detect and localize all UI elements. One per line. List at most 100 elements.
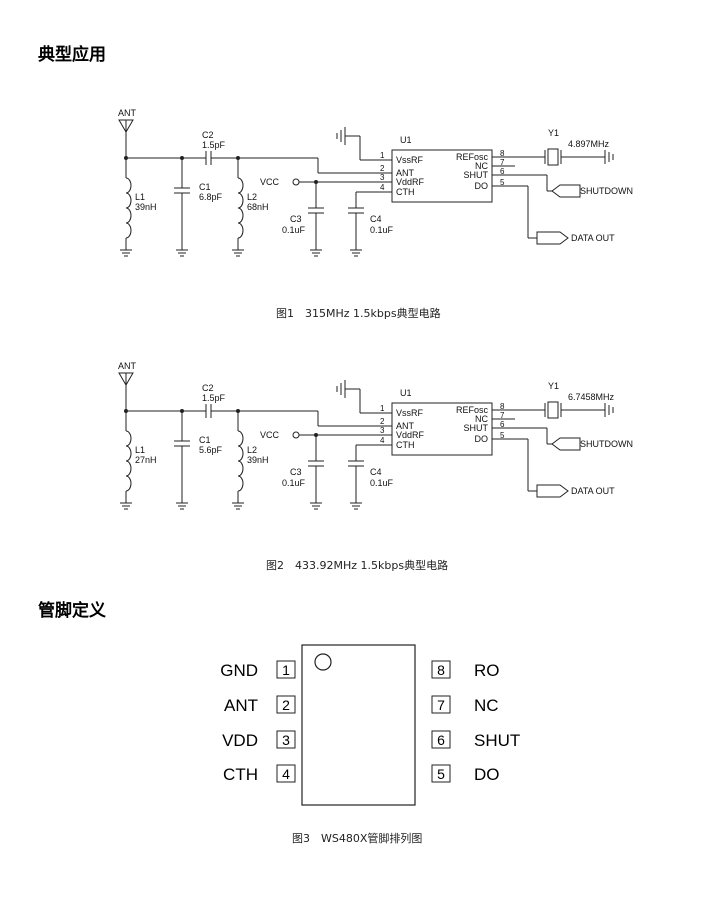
figure1-caption: 图1 315MHz 1.5kbps典型电路 bbox=[276, 307, 441, 320]
antenna-label: ANT bbox=[118, 361, 137, 371]
pin-name: VssRF bbox=[396, 408, 424, 418]
c4-value: 0.1uF bbox=[370, 478, 394, 488]
vcc-label: VCC bbox=[260, 430, 280, 440]
pin-number: 7 bbox=[500, 411, 505, 420]
l2-value: 39nH bbox=[247, 455, 269, 465]
u1-label: U1 bbox=[400, 135, 412, 145]
dataout-label: DATA OUT bbox=[571, 486, 615, 496]
pin-number-right: 6 bbox=[437, 732, 445, 748]
pin-box-right bbox=[431, 730, 451, 749]
pin-number-left: 2 bbox=[282, 697, 290, 713]
l2-value: 68nH bbox=[247, 202, 269, 212]
pin-number: 8 bbox=[500, 402, 505, 411]
shutdown-label: SHUTDOWN bbox=[580, 439, 633, 449]
ic-package-body bbox=[301, 644, 416, 806]
c2-label: C2 bbox=[202, 383, 214, 393]
pin-number: 3 bbox=[380, 173, 385, 182]
pin-name: REFosc bbox=[456, 405, 489, 415]
pin-number-right: 7 bbox=[437, 697, 445, 713]
c3-label: C3 bbox=[290, 214, 302, 224]
pin-number: 5 bbox=[500, 431, 505, 440]
figure2-caption: 图2 433.92MHz 1.5kbps典型电路 bbox=[266, 559, 449, 572]
c1-label: C1 bbox=[199, 435, 211, 445]
ic-u1-body bbox=[391, 149, 493, 203]
pin-number-left: 3 bbox=[282, 732, 290, 748]
pin-number: 1 bbox=[380, 404, 385, 413]
pin-name: VssRF bbox=[396, 155, 424, 165]
antenna-label: ANT bbox=[118, 108, 137, 118]
ic-u1-body bbox=[391, 402, 493, 456]
pin-name-left: ANT bbox=[224, 696, 258, 715]
inductor-l2 bbox=[237, 177, 244, 239]
section-title-pin-definition: 管脚定义 bbox=[38, 601, 106, 621]
pin-number: 7 bbox=[500, 158, 505, 167]
dataout-port bbox=[536, 484, 569, 498]
shutdown-label: SHUTDOWN bbox=[580, 186, 633, 196]
pin-number: 3 bbox=[380, 426, 385, 435]
pin-number-right: 8 bbox=[437, 662, 445, 678]
y1-label: Y1 bbox=[548, 381, 559, 391]
pin-name-right: SHUT bbox=[474, 731, 520, 750]
c3-value: 0.1uF bbox=[282, 478, 306, 488]
c1-value: 5.6pF bbox=[199, 445, 223, 455]
pin-name: DO bbox=[475, 434, 489, 444]
pin-box-right bbox=[431, 695, 451, 714]
pin1-marker bbox=[314, 653, 332, 671]
c1-label: C1 bbox=[199, 182, 211, 192]
dataout-port bbox=[536, 231, 569, 245]
pin-name: REFosc bbox=[456, 152, 489, 162]
inductor-l1 bbox=[125, 177, 132, 239]
crystal-y1 bbox=[547, 401, 559, 419]
c2-value: 1.5pF bbox=[202, 140, 226, 150]
pin-number: 4 bbox=[380, 436, 385, 445]
l1-value: 27nH bbox=[135, 455, 157, 465]
l2-label: L2 bbox=[247, 445, 257, 455]
c3-value: 0.1uF bbox=[282, 225, 306, 235]
pin-number: 6 bbox=[500, 167, 505, 176]
pin-name-right: RO bbox=[474, 661, 500, 680]
pin-name: SHUT bbox=[464, 170, 489, 180]
vcc-terminal bbox=[292, 178, 300, 186]
l2-label: L2 bbox=[247, 192, 257, 202]
y1-label: Y1 bbox=[548, 128, 559, 138]
vcc-terminal bbox=[292, 431, 300, 439]
inductor-l2 bbox=[237, 430, 244, 492]
pin-box-left bbox=[276, 764, 296, 783]
pin-number: 2 bbox=[380, 164, 385, 173]
y1-value: 4.897MHz bbox=[568, 139, 610, 149]
pin-name: CTH bbox=[396, 440, 415, 450]
pin-number: 2 bbox=[380, 417, 385, 426]
c4-label: C4 bbox=[370, 467, 382, 477]
vcc-label: VCC bbox=[260, 177, 280, 187]
pin-box-left bbox=[276, 695, 296, 714]
pin-box-left bbox=[276, 660, 296, 679]
pin-name: VddRF bbox=[396, 177, 425, 187]
pin-name-left: VDD bbox=[222, 731, 258, 750]
pin-number: 1 bbox=[380, 151, 385, 160]
pin-name-right: DO bbox=[474, 765, 500, 784]
pin-box-left bbox=[276, 730, 296, 749]
y1-value: 6.7458MHz bbox=[568, 392, 615, 402]
shutdown-port bbox=[551, 184, 581, 198]
l1-label: L1 bbox=[135, 192, 145, 202]
c4-value: 0.1uF bbox=[370, 225, 394, 235]
pin-name: ANT bbox=[396, 421, 415, 431]
pin-name: VddRF bbox=[396, 430, 425, 440]
shutdown-port bbox=[551, 437, 581, 451]
pin-name: NC bbox=[475, 414, 488, 424]
u1-label: U1 bbox=[400, 388, 412, 398]
section-title-typical-application: 典型应用 bbox=[38, 45, 106, 65]
pin-number: 6 bbox=[500, 420, 505, 429]
pin-number-right: 5 bbox=[437, 766, 445, 782]
inductor-l1 bbox=[125, 430, 132, 492]
pin-name: DO bbox=[475, 181, 489, 191]
pin-number-left: 4 bbox=[282, 766, 290, 782]
dataout-label: DATA OUT bbox=[571, 233, 615, 243]
c1-value: 6.8pF bbox=[199, 192, 223, 202]
pin-name-left: CTH bbox=[223, 765, 258, 784]
pin-name-left: GND bbox=[220, 661, 258, 680]
pin-name: NC bbox=[475, 161, 488, 171]
pin-name: ANT bbox=[396, 168, 415, 178]
